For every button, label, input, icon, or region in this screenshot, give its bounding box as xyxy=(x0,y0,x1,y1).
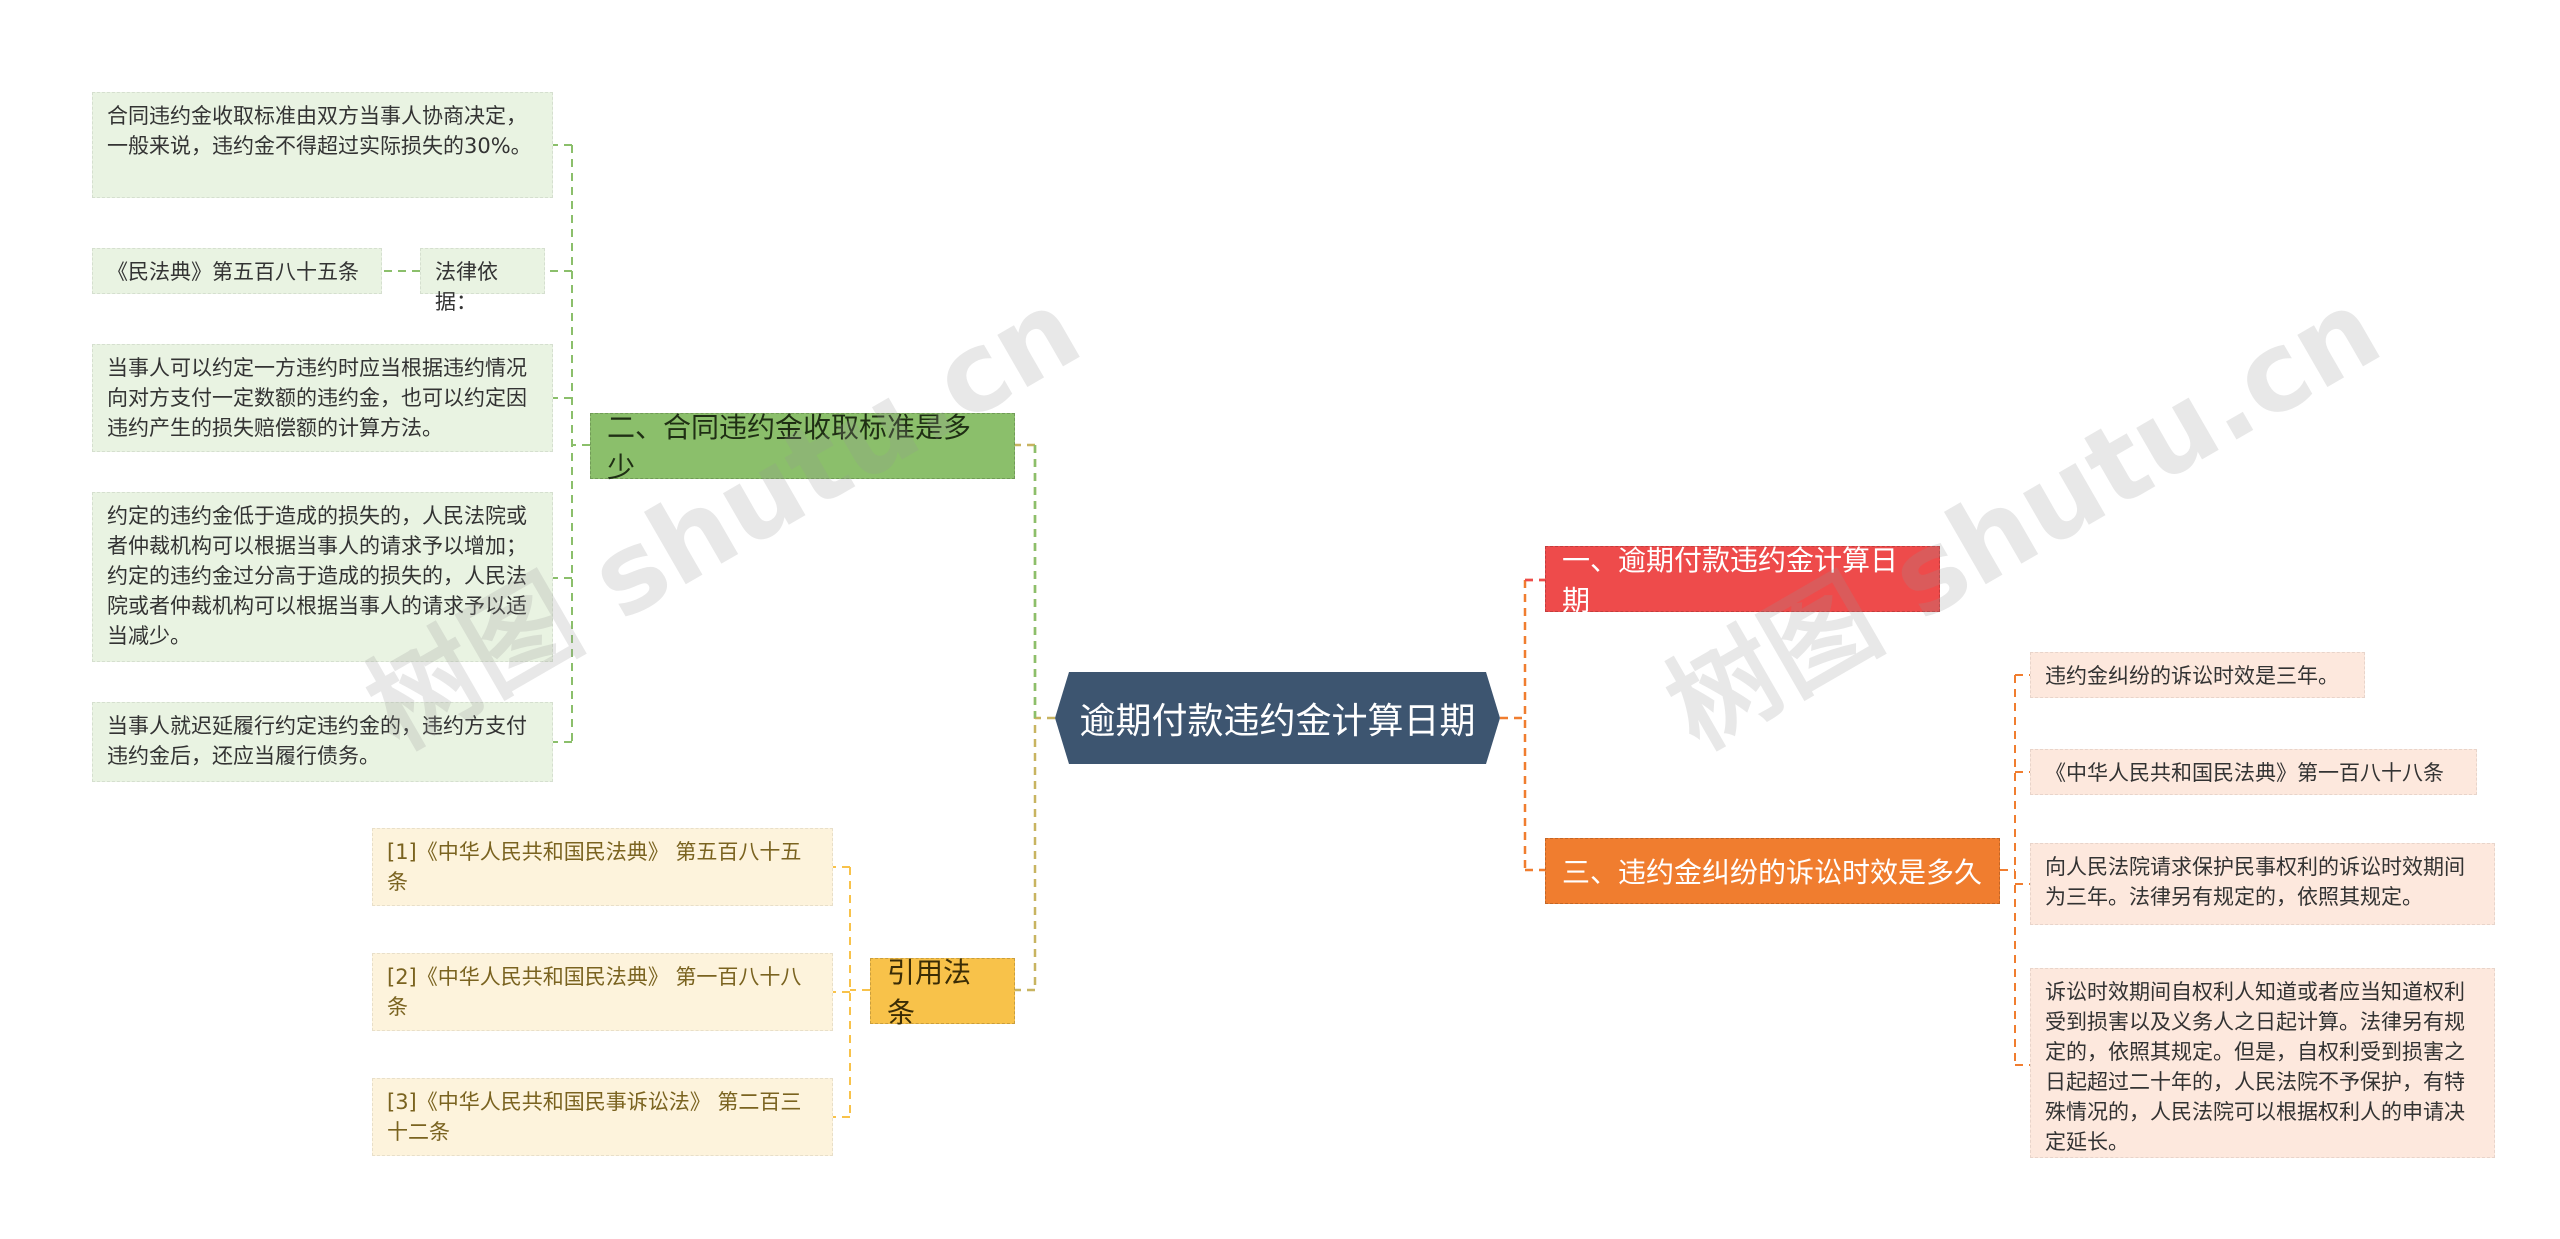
topic-1-label: 一、逾期付款违约金计算日期 xyxy=(1562,544,1899,617)
topic-4[interactable]: 引用法条 xyxy=(870,956,1015,1029)
topic-3-item-4-text: 诉讼时效期间自权利人知道或者应当知道权利受到损害以及义务人之日起计算。法律另有规… xyxy=(2045,980,2465,1154)
topic-4-item-1[interactable]: [1]《中华人民共和国民法典》 第五百八十五条 xyxy=(372,828,833,906)
topic-3-item-4[interactable]: 诉讼时效期间自权利人知道或者应当知道权利受到损害以及义务人之日起计算。法律另有规… xyxy=(2030,968,2495,1158)
topic-2-item-1[interactable]: 合同违约金收取标准由双方当事人协商决定，一般来说，违约金不得超过实际损失的30%… xyxy=(92,92,553,198)
topic-4-item-3[interactable]: [3]《中华人民共和国民事诉讼法》 第二百三十二条 xyxy=(372,1078,833,1156)
topic-3-item-2-text: 《中华人民共和国民法典》第一百八十八条 xyxy=(2045,761,2444,785)
topic-2-item-4-text: 约定的违约金低于造成的损失的，人民法院或者仲裁机构可以根据当事人的请求予以增加；… xyxy=(107,504,527,648)
topic-2-item-3-text: 当事人可以约定一方违约时应当根据违约情况向对方支付一定数额的违约金，也可以约定因… xyxy=(107,356,527,440)
central-topic[interactable]: 逾期付款违约金计算日期 xyxy=(1055,672,1500,764)
topic-2-item-5[interactable]: 当事人就迟延履行约定违约金的，违约方支付违约金后，还应当履行债务。 xyxy=(92,702,553,782)
topic-3[interactable]: 三、违约金纠纷的诉讼时效是多久 xyxy=(1545,838,2000,904)
topic-2-sub-item[interactable]: 《民法典》第五百八十五条 xyxy=(92,248,382,294)
topic-2-item-1-text: 合同违约金收取标准由双方当事人协商决定，一般来说，违约金不得超过实际损失的30%… xyxy=(107,104,532,158)
topic-3-item-3[interactable]: 向人民法院请求保护民事权利的诉讼时效期间为三年。法律另有规定的，依照其规定。 xyxy=(2030,843,2495,925)
topic-4-item-1-text: [1]《中华人民共和国民法典》 第五百八十五条 xyxy=(387,840,802,894)
topic-4-item-2[interactable]: [2]《中华人民共和国民法典》 第一百八十八条 xyxy=(372,953,833,1031)
topic-2-item-3[interactable]: 当事人可以约定一方违约时应当根据违约情况向对方支付一定数额的违约金，也可以约定因… xyxy=(92,344,553,452)
topic-2-label: 二、合同违约金收取标准是多少 xyxy=(607,411,972,484)
topic-2-item-4[interactable]: 约定的违约金低于造成的损失的，人民法院或者仲裁机构可以根据当事人的请求予以增加；… xyxy=(92,492,553,662)
topic-4-label: 引用法条 xyxy=(887,956,972,1029)
topic-2-item-2[interactable]: 法律依据： xyxy=(420,248,545,314)
topic-2[interactable]: 二、合同违约金收取标准是多少 xyxy=(590,411,1015,484)
topic-3-item-2[interactable]: 《中华人民共和国民法典》第一百八十八条 xyxy=(2030,749,2477,795)
topic-1[interactable]: 一、逾期付款违约金计算日期 xyxy=(1545,544,1940,617)
topic-3-item-1-text: 违约金纠纷的诉讼时效是三年。 xyxy=(2045,664,2339,688)
topic-4-item-2-text: [2]《中华人民共和国民法典》 第一百八十八条 xyxy=(387,965,802,1019)
topic-3-label: 三、违约金纠纷的诉讼时效是多久 xyxy=(1562,856,1983,889)
topic-2-item-5-text: 当事人就迟延履行约定违约金的，违约方支付违约金后，还应当履行债务。 xyxy=(107,714,527,768)
central-topic-label: 逾期付款违约金计算日期 xyxy=(1079,701,1476,742)
topic-3-item-1[interactable]: 违约金纠纷的诉讼时效是三年。 xyxy=(2030,652,2365,698)
topic-3-item-3-text: 向人民法院请求保护民事权利的诉讼时效期间为三年。法律另有规定的，依照其规定。 xyxy=(2045,855,2465,909)
topic-2-sub-item-text: 《民法典》第五百八十五条 xyxy=(107,260,359,284)
topic-2-item-2-text: 法律依据： xyxy=(435,260,498,314)
topic-4-item-3-text: [3]《中华人民共和国民事诉讼法》 第二百三十二条 xyxy=(387,1090,802,1144)
